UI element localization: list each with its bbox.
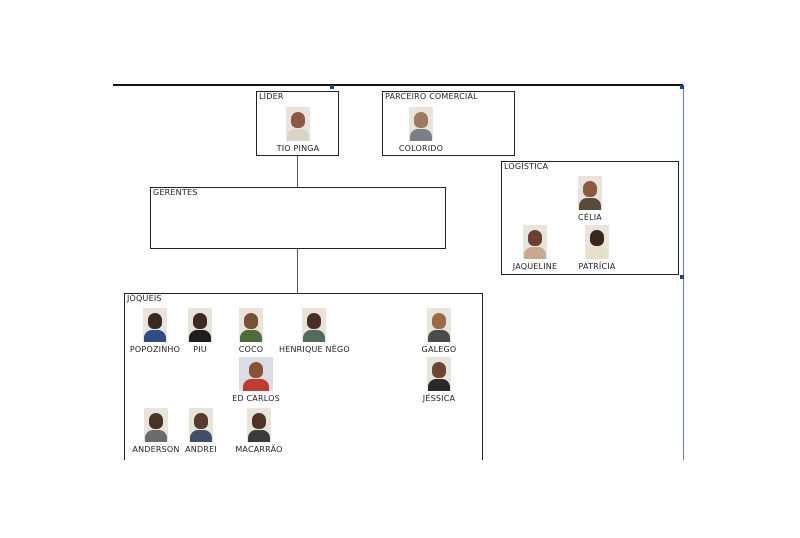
- parceiro-comercial-box[interactable]: PARCEIRO COMERCIAL COLORIDO: [382, 91, 515, 156]
- connector-gerentes-joqueis: [297, 249, 298, 293]
- logistica-box[interactable]: LOGÍSTICA CÉLIA JAQUELINE PATRÍCIA: [501, 161, 679, 275]
- member-name: JÉSSICA: [422, 394, 456, 403]
- member-galego[interactable]: GALEGO: [404, 308, 474, 354]
- member-name: COLORIDO: [398, 144, 444, 153]
- member-name: JAQUELINE: [512, 262, 558, 271]
- member-andrei[interactable]: ANDREI: [166, 408, 236, 454]
- member-name: GALEGO: [421, 345, 457, 354]
- person-photo: [189, 408, 213, 442]
- member-popozinho[interactable]: POPOZINHO: [120, 308, 190, 354]
- member-name: ED CARLOS: [232, 394, 280, 403]
- member-jessica[interactable]: JÉSSICA: [404, 357, 474, 403]
- gerentes-box[interactable]: GERENTES: [150, 187, 446, 249]
- person-photo: [578, 176, 602, 210]
- person-photo: [427, 308, 451, 342]
- member-name: POPOZINHO: [129, 345, 181, 354]
- connector-lider-gerentes: [297, 156, 298, 187]
- joqueis-box[interactable]: JÓQUEIS POPOZINHO PIU COCO HENRIQUE NÊGO…: [124, 293, 483, 473]
- member-macarrao[interactable]: MACARRÃO: [224, 408, 294, 454]
- selection-handle-top-right[interactable]: [680, 85, 684, 89]
- person-photo: [144, 408, 168, 442]
- person-photo: [143, 308, 167, 342]
- member-tio-pinga[interactable]: TIO PINGA: [263, 107, 333, 153]
- member-anderson[interactable]: ANDERSON: [121, 408, 191, 454]
- member-name: COCO: [238, 345, 264, 354]
- selection-handle-top[interactable]: [330, 85, 334, 89]
- person-photo: [286, 107, 310, 141]
- member-piu[interactable]: PIU: [165, 308, 235, 354]
- lider-box[interactable]: LÍDER TIO PINGA: [256, 91, 339, 156]
- member-name: PIU: [193, 345, 207, 354]
- member-name: ANDREI: [185, 445, 217, 454]
- member-henrique-nego[interactable]: HENRIQUE NÊGO: [279, 308, 350, 354]
- joqueis-title: JÓQUEIS: [127, 294, 162, 303]
- person-photo: [247, 408, 271, 442]
- member-colorido[interactable]: COLORIDO: [386, 107, 456, 153]
- selection-handle-right[interactable]: [680, 275, 684, 279]
- member-coco[interactable]: COCO: [216, 308, 286, 354]
- member-name: PATRÍCIA: [578, 262, 616, 271]
- person-photo: [427, 357, 451, 391]
- person-photo: [409, 107, 433, 141]
- member-name: MACARRÃO: [235, 445, 283, 454]
- member-name: HENRIQUE NÊGO: [279, 345, 350, 354]
- member-patricia[interactable]: PATRÍCIA: [562, 225, 632, 271]
- member-name: ANDERSON: [132, 445, 180, 454]
- parceiro-title: PARCEIRO COMERCIAL: [385, 92, 478, 101]
- member-name: CÉLIA: [578, 213, 602, 222]
- gerentes-title: GERENTES: [153, 188, 198, 197]
- person-photo: [302, 308, 326, 342]
- member-ed-carlos[interactable]: ED CARLOS: [221, 357, 291, 403]
- right-border-line: [683, 86, 684, 460]
- logistica-title: LOGÍSTICA: [504, 162, 549, 171]
- person-photo: [585, 225, 609, 259]
- person-photo: [188, 308, 212, 342]
- person-photo: [239, 357, 273, 391]
- member-celia[interactable]: CÉLIA: [555, 176, 625, 222]
- top-border-line: [113, 84, 683, 86]
- member-name: TIO PINGA: [276, 144, 320, 153]
- bottom-mask: [0, 460, 800, 538]
- lider-title: LÍDER: [259, 92, 284, 101]
- person-photo: [239, 308, 263, 342]
- member-jaqueline[interactable]: JAQUELINE: [500, 225, 570, 271]
- person-photo: [523, 225, 547, 259]
